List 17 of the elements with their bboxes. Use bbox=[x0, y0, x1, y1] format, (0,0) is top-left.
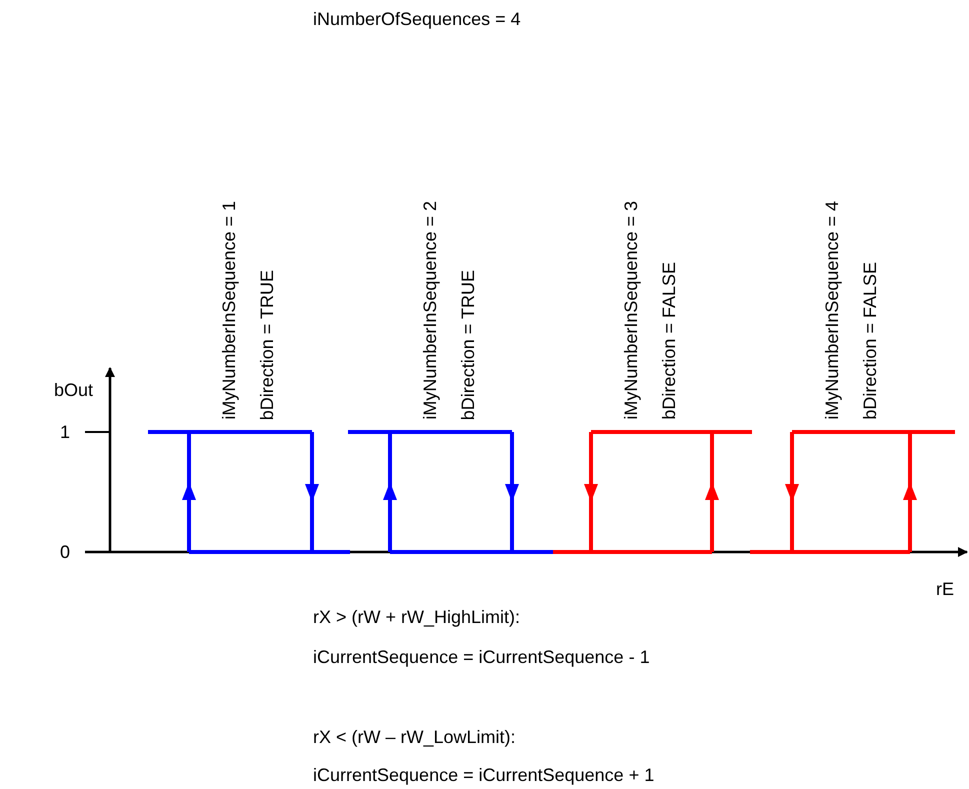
condition-text: rX > (rW + rW_HighLimit): bbox=[313, 606, 520, 628]
tick-label: 0 bbox=[60, 541, 70, 563]
condition-text: iCurrentSequence = iCurrentSequence - 1 bbox=[313, 646, 650, 668]
parameter-label: iMyNumberInSequence = 3 bbox=[620, 201, 642, 420]
condition-text: rX < (rW – rW_LowLimit): bbox=[313, 726, 516, 748]
tick-label: 1 bbox=[60, 421, 70, 443]
axis-label: bOut bbox=[54, 379, 94, 401]
condition-text: iCurrentSequence = iCurrentSequence + 1 bbox=[313, 764, 654, 786]
parameter-label: iMyNumberInSequence = 4 bbox=[821, 201, 843, 420]
parameter-label: bDirection = FALSE bbox=[658, 262, 680, 420]
parameter-label: iMyNumberInSequence = 1 bbox=[218, 201, 240, 420]
parameter-label: iMyNumberInSequence = 2 bbox=[419, 201, 441, 420]
parameter-label: bDirection = FALSE bbox=[859, 262, 881, 420]
parameter-label: bDirection = TRUE bbox=[256, 270, 278, 420]
parameter-label: bDirection = TRUE bbox=[457, 270, 479, 420]
heading: iNumberOfSequences = 4 bbox=[313, 8, 521, 30]
axis-label: rE bbox=[936, 578, 954, 600]
